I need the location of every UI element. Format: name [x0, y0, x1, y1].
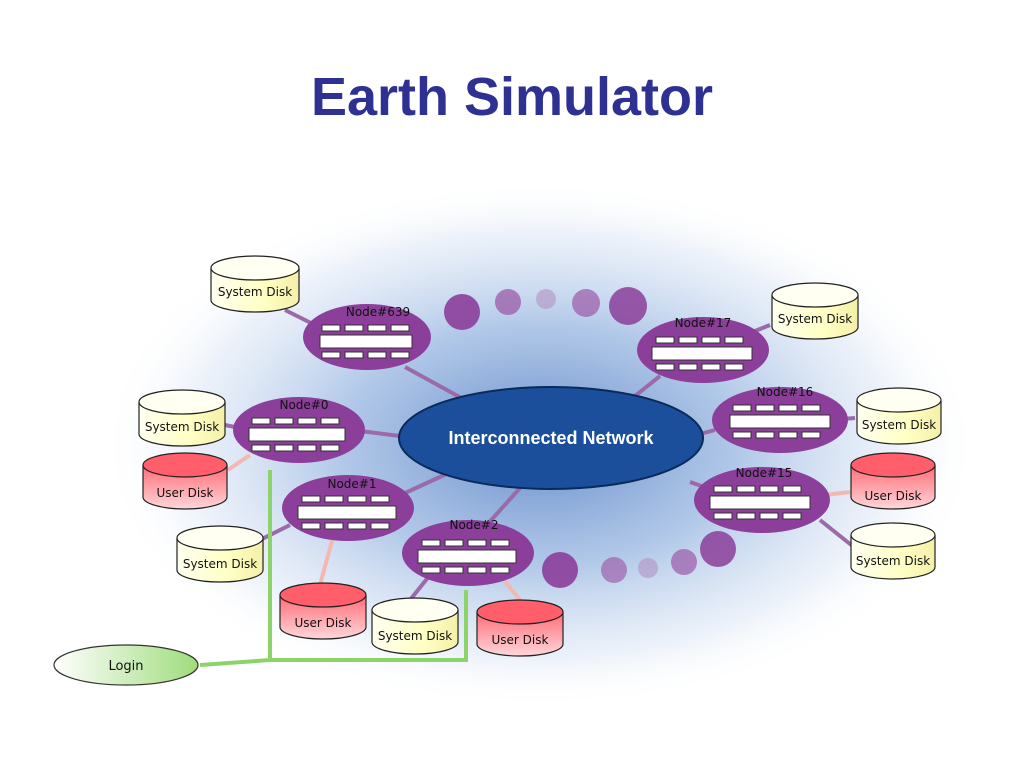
node-label: Node#15	[736, 466, 793, 480]
decorative-dots-top	[444, 287, 647, 330]
system-disk-icon: System Disk	[856, 387, 942, 445]
user-disk-icon: User Disk	[476, 599, 564, 657]
system-disk-icon: System Disk	[771, 282, 859, 340]
user-disk-icon: User Disk	[850, 452, 936, 510]
decorative-dots-bottom	[542, 531, 736, 588]
login-label: Login	[108, 659, 143, 674]
disk-label: System Disk	[145, 420, 219, 434]
system-disk-icon: System Disk	[371, 597, 459, 655]
disk-label: User Disk	[295, 616, 352, 630]
disk-label: User Disk	[492, 633, 549, 647]
login-links	[199, 470, 468, 667]
disk-label: User Disk	[865, 489, 922, 503]
system-disk-icon: System Disk	[850, 522, 936, 580]
disk-label: System Disk	[862, 418, 936, 432]
disk-label: System Disk	[856, 554, 930, 568]
node-label: Node#0	[279, 398, 328, 412]
node-1: Node#1	[282, 475, 414, 541]
interconnected-network: Interconnected Network	[398, 386, 704, 490]
node-label: Node#639	[346, 305, 410, 319]
node-639: Node#639	[303, 304, 431, 370]
disk-label: System Disk	[183, 557, 257, 571]
slide-title: Earth Simulator	[310, 67, 714, 127]
node-17: Node#17	[637, 316, 769, 383]
user-disk-icon: User Disk	[142, 452, 228, 510]
user-disk-icon: User Disk	[279, 582, 367, 640]
network-label: Interconnected Network	[448, 428, 654, 448]
node-0: Node#0	[233, 397, 365, 463]
node-label: Node#2	[449, 518, 498, 532]
login-terminal[interactable]: Login	[53, 644, 199, 686]
node-label: Node#16	[757, 385, 814, 399]
node-label: Node#1	[327, 477, 376, 491]
disk-label: System Disk	[378, 629, 452, 643]
node-label: Node#17	[675, 316, 732, 330]
disk-label: System Disk	[218, 285, 292, 299]
system-disk-icon: System Disk	[176, 525, 264, 583]
system-disk-icon: System Disk	[210, 255, 300, 313]
disk-label: System Disk	[778, 312, 852, 326]
disk-label: User Disk	[157, 486, 214, 500]
node-15: Node#15	[694, 466, 830, 533]
system-disk-icon: System Disk	[138, 389, 226, 447]
node-16: Node#16	[712, 385, 848, 453]
node-2: Node#2	[402, 518, 534, 586]
